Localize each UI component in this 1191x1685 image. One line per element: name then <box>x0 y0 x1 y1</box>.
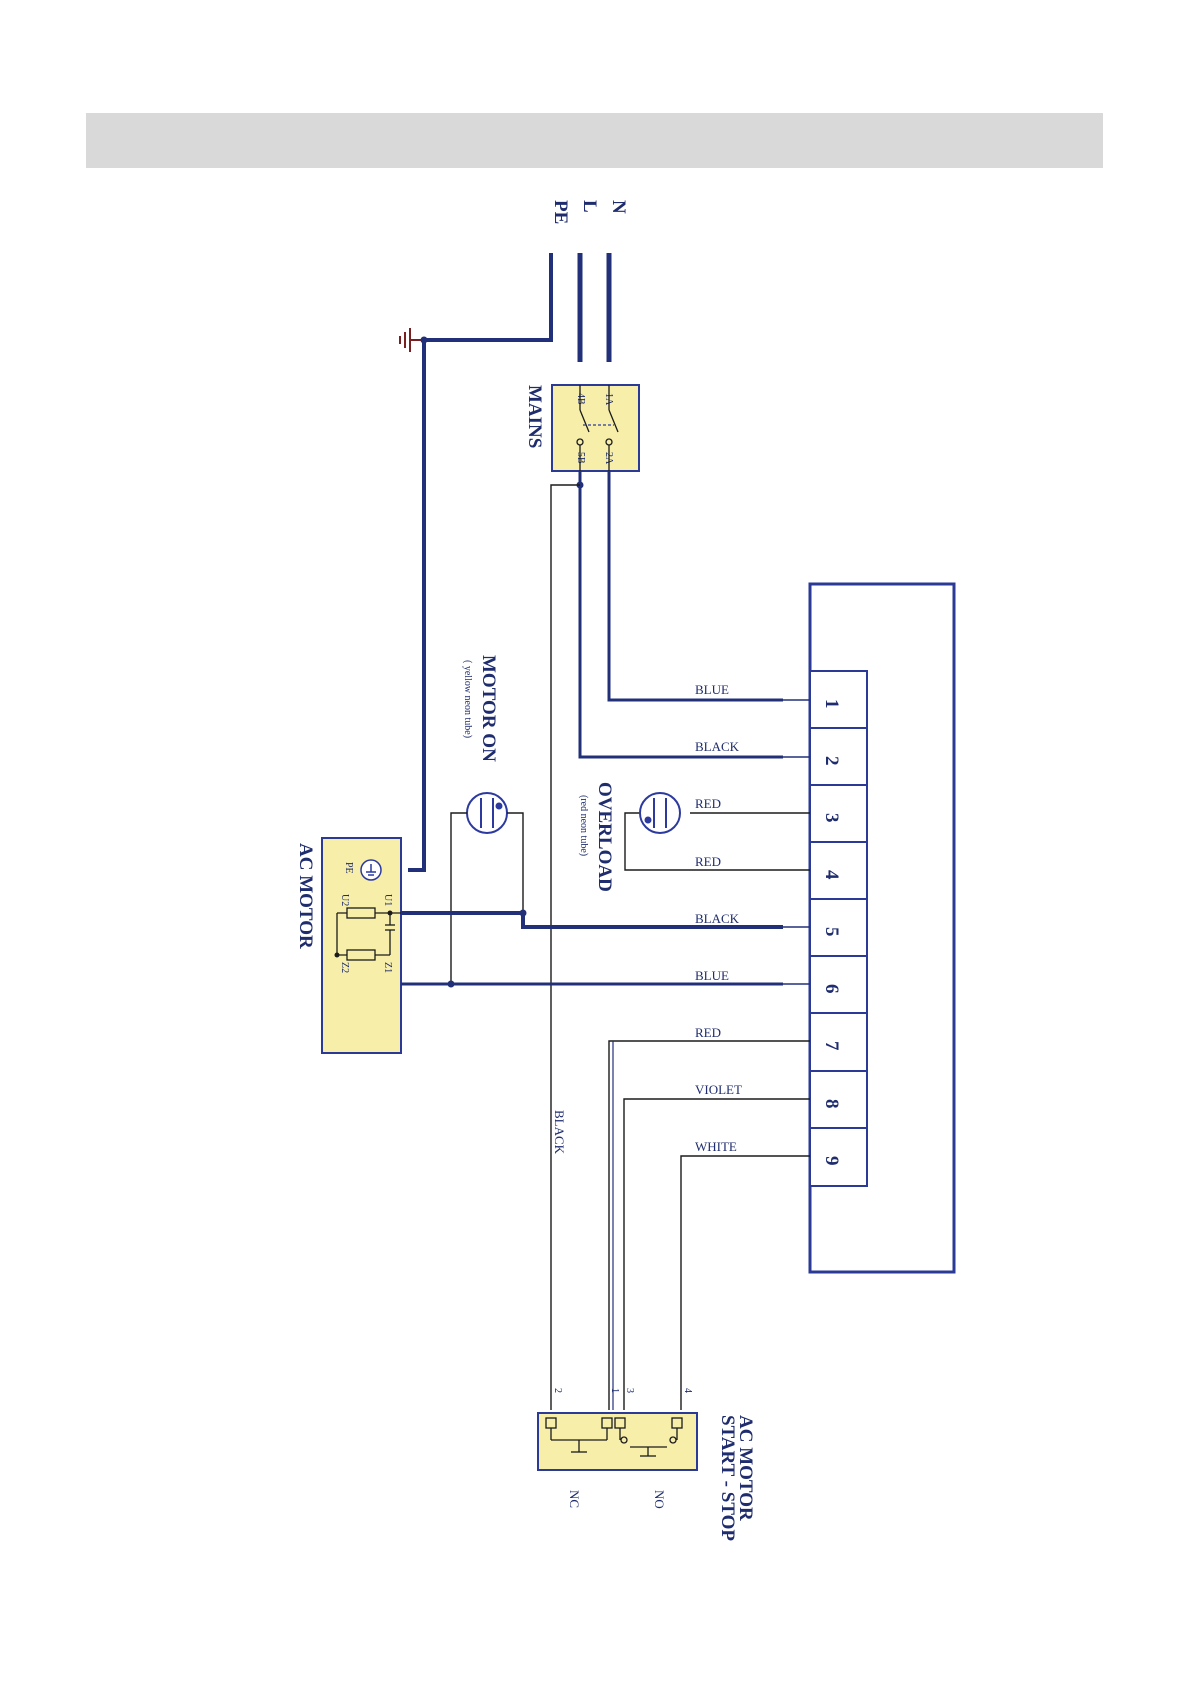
terminal-number-5: 5 <box>821 927 842 937</box>
wire-label-1: BLUE <box>695 682 729 697</box>
wire-earth-to-motor <box>408 340 424 870</box>
junction-6-dot <box>448 981 455 988</box>
ac-motor-u2-label: U2 <box>339 894 350 906</box>
overload-neon-icon <box>640 793 680 833</box>
start-stop-title-2: START - STOP <box>717 1415 738 1541</box>
motor-u1-dot <box>388 911 393 916</box>
wire-label-6: BLUE <box>695 968 729 983</box>
wire-label-2: BLACK <box>695 739 740 754</box>
supply-label-l: L <box>579 200 600 213</box>
mains-switch <box>552 385 639 471</box>
wire-label-4: RED <box>695 854 721 869</box>
terminal-number-6: 6 <box>821 984 842 994</box>
terminal-number-9: 9 <box>821 1156 842 1166</box>
terminal-number-8: 8 <box>821 1099 842 1109</box>
motor-z2-dot <box>335 953 340 958</box>
ac-motor-u1-label: U1 <box>382 894 393 906</box>
motor-pe-icon <box>361 860 381 880</box>
wire-blue-1 <box>609 471 783 700</box>
overload-subtitle: (red neon tube) <box>578 795 589 856</box>
ac-motor-z1-label: Z1 <box>382 962 393 973</box>
terminal-number-1: 1 <box>821 699 842 709</box>
terminal-number-3: 3 <box>821 813 842 823</box>
switch-feed-label: BLACK <box>552 1110 567 1155</box>
wire-label-9: WHITE <box>695 1139 737 1154</box>
wire-supply-pe <box>424 253 551 340</box>
wire-white-9 <box>681 1156 810 1410</box>
earth-icon <box>400 328 424 352</box>
wire-neon-to-5 <box>507 813 523 913</box>
start-stop-pin-3: 3 <box>624 1388 635 1393</box>
wire-label-8: VIOLET <box>695 1082 742 1097</box>
start-stop-pin-2: 2 <box>552 1388 563 1393</box>
motor-on-subtitle: ( yellow neon tube) <box>462 660 473 738</box>
terminal-number-2: 2 <box>821 756 842 766</box>
wire-neon-to-6 <box>451 813 467 984</box>
terminal-number-4: 4 <box>821 870 842 880</box>
wire-black-switch-feed <box>551 485 580 1410</box>
ac-motor-title: AC MOTOR <box>295 843 316 949</box>
junction-5-dot <box>520 910 527 917</box>
mains-title: MAINS <box>524 385 545 448</box>
motor-on-title: MOTOR ON <box>478 655 499 762</box>
supply-label-n: N <box>608 200 629 214</box>
start-stop-pin-4: 4 <box>682 1388 693 1393</box>
start-stop-pin-1: 1 <box>609 1388 620 1393</box>
motor-on-neon-icon <box>467 793 507 833</box>
start-stop-no-label: NO <box>652 1490 667 1509</box>
ac-motor-z2-label: Z2 <box>339 962 350 973</box>
wire-label-3: RED <box>695 796 721 811</box>
ac-motor-pe-label: PE <box>343 862 354 874</box>
supply-label-pe: PE <box>550 200 571 224</box>
wire-label-7: RED <box>695 1025 721 1040</box>
start-stop-nc-label: NC <box>567 1490 582 1508</box>
overload-title: OVERLOAD <box>594 782 615 892</box>
terminal-number-7: 7 <box>821 1041 842 1051</box>
wire-label-5: BLACK <box>695 911 740 926</box>
